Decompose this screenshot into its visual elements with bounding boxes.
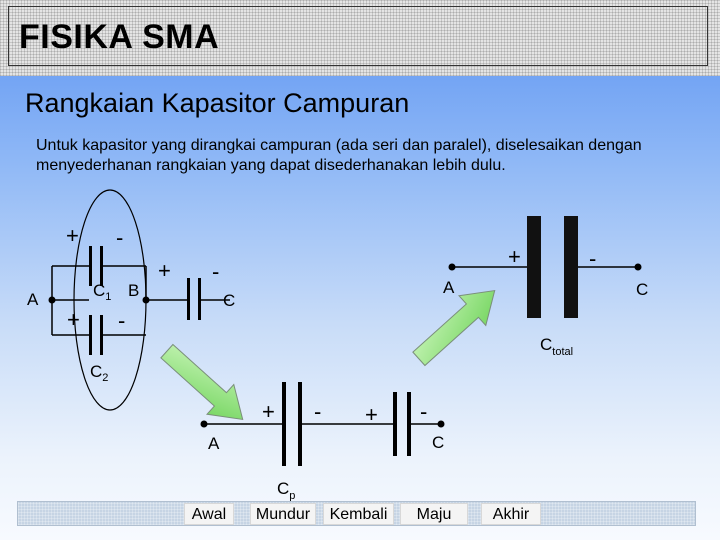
capacitor-plate <box>407 392 411 456</box>
node-dot <box>437 420 445 428</box>
node-a-label: A <box>27 290 39 309</box>
awal-button[interactable]: Awal <box>184 503 234 525</box>
capacitor-plate <box>298 382 302 466</box>
capacitor-plate <box>89 315 92 355</box>
capacitor-plate <box>564 216 578 318</box>
total-plus-sign: + <box>508 244 521 269</box>
intro-text: Untuk kapasitor yang dirangkai campuran … <box>36 137 642 174</box>
total-minus-sign: - <box>589 246 596 271</box>
c1-plus-sign: + <box>66 223 79 248</box>
series-node-a-label: A <box>208 434 220 453</box>
arrow-down-right-icon <box>160 343 244 421</box>
c1-minus-sign: - <box>116 225 123 250</box>
header-band <box>0 0 720 76</box>
capacitor-plate <box>89 246 92 286</box>
akhir-button[interactable]: Akhir <box>481 503 541 525</box>
cs-plus-sign: + <box>158 258 171 283</box>
ctotal-label: Ctotal <box>540 335 573 358</box>
series-plus-sign-2: + <box>365 402 378 427</box>
mundur-button[interactable]: Mundur <box>250 503 316 525</box>
c2-plus-sign: + <box>67 307 80 332</box>
kembali-button[interactable]: Kembali <box>323 503 394 525</box>
node-b-label: B <box>128 281 139 300</box>
c1-label: C1 <box>93 281 111 303</box>
capacitor-plate <box>187 278 190 320</box>
total-circuit: A C + - Ctotal <box>443 216 648 358</box>
series-minus-sign-1: - <box>314 399 321 424</box>
series-node-c-label: C <box>432 433 444 452</box>
node-dot <box>200 420 208 428</box>
c2-label: C2 <box>90 362 108 384</box>
cp-label: Cp <box>277 479 295 502</box>
maju-button[interactable]: Maju <box>400 503 468 525</box>
node-dot <box>448 263 456 271</box>
app-title: FISIKA SMA <box>8 6 708 66</box>
capacitor-plate <box>393 392 397 456</box>
cs-minus-sign: - <box>212 259 219 284</box>
parallel-group-ellipse <box>73 189 147 411</box>
arrow-up-right-icon <box>412 289 496 367</box>
capacitor-plate <box>100 246 103 286</box>
total-node-a-label: A <box>443 278 455 297</box>
c2-minus-sign: - <box>118 308 125 333</box>
series-circuit: A C + - + - Cp <box>200 382 445 502</box>
node-dot <box>48 296 56 304</box>
series-minus-sign-2: - <box>420 399 427 424</box>
slide-title: Rangkaian Kapasitor Campuran <box>25 88 410 118</box>
series-plus-sign-1: + <box>262 399 275 424</box>
node-c-label: C <box>223 291 235 310</box>
node-dot <box>634 263 642 271</box>
capacitor-plate <box>100 315 103 355</box>
total-node-c-label: C <box>636 280 648 299</box>
capacitor-plate <box>198 278 201 320</box>
capacitor-plate <box>282 382 286 466</box>
capacitor-plate <box>527 216 541 318</box>
first-circuit: A B C + - + - + - C1 C2 <box>27 189 235 411</box>
